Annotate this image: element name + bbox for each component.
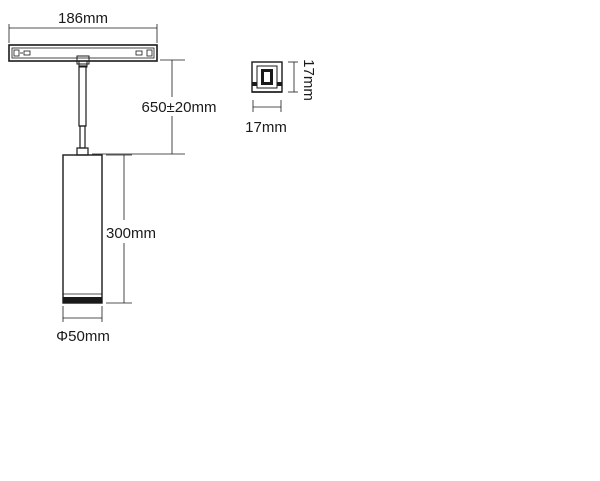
suspension-length-dimension (92, 59, 185, 155)
track-length-dimension (8, 24, 158, 43)
diameter-dimension (62, 306, 103, 322)
profile-height-dimension (288, 61, 298, 93)
diameter-label: Φ50mm (56, 328, 110, 345)
track-length-label: 186mm (58, 10, 108, 27)
profile-width-dimension (252, 100, 282, 112)
body-height-dimension (106, 154, 132, 304)
profile-cross-section (251, 61, 283, 93)
track-adapter (8, 44, 158, 68)
cylinder-body (62, 154, 103, 304)
suspension-length-label: 650±20mm (142, 99, 217, 116)
profile-height-label: 17mm (300, 59, 317, 101)
profile-width-label: 17mm (245, 119, 287, 136)
suspension-rod (76, 65, 89, 156)
body-height-label: 300mm (106, 225, 156, 242)
